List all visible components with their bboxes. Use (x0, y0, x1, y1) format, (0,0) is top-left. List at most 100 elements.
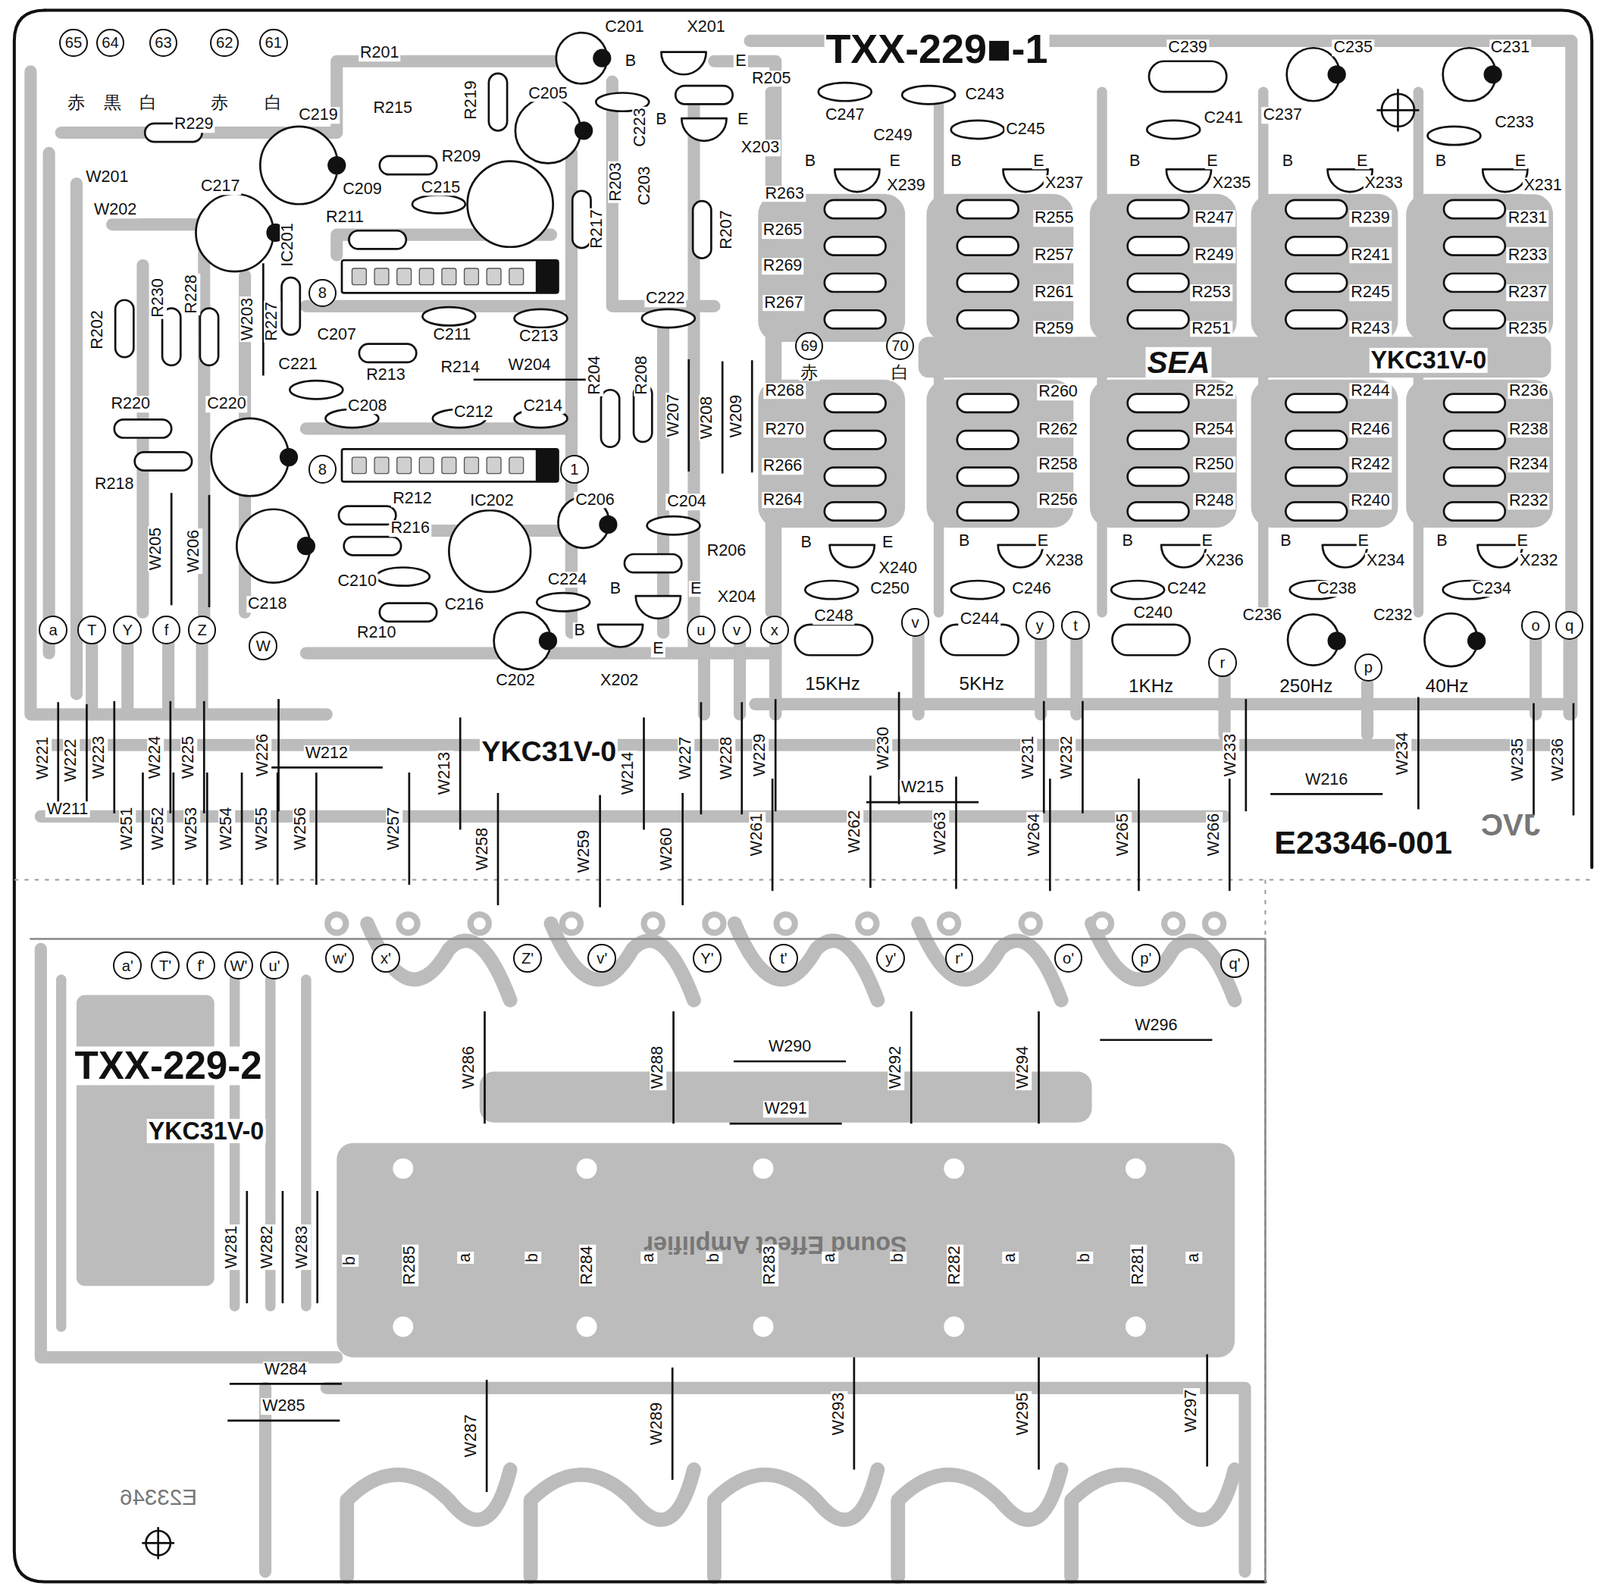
label-holder: TXX-229■-1 (823, 28, 1049, 70)
label-holder: W203 (239, 296, 257, 342)
copper-trace (713, 1468, 877, 1576)
part-label: 赤 (209, 93, 230, 111)
part-label: R228 (183, 272, 201, 315)
pad-label: f (164, 622, 170, 638)
label-holder: R269 (761, 258, 804, 276)
part-label: JVC (1478, 809, 1542, 840)
label-holder: W256 (292, 805, 310, 852)
part-label: 赤 (798, 363, 820, 382)
resistor-symbol (1127, 273, 1190, 292)
label-holder: R206 (705, 542, 748, 560)
label-holder: R270 (763, 421, 806, 439)
part-label: R246 (1349, 421, 1391, 439)
film-capacitor (1427, 126, 1481, 145)
label-holder: 白 (137, 93, 159, 111)
pad-circle: t' (769, 943, 799, 973)
label-holder: R240 (1349, 492, 1391, 510)
ic-pin (464, 457, 480, 474)
label-holder: R220 (109, 395, 152, 413)
copper-pour (479, 1070, 1093, 1122)
label-holder: C236 (1241, 607, 1284, 624)
part-label: W294 (1015, 1044, 1033, 1090)
part-label: C243 (963, 86, 1006, 104)
electrolytic-capacitor (211, 418, 289, 496)
part-label: R233 (1506, 247, 1549, 264)
label-holder: R202 (89, 308, 107, 351)
label-holder: R248 (1192, 492, 1235, 510)
film-capacitor (1111, 580, 1165, 599)
part-label: B (1127, 153, 1142, 170)
part-label: R214 (438, 359, 481, 376)
part-label: R254 (1192, 421, 1235, 439)
pad-label: 1 (569, 461, 579, 477)
pad-circle: T (77, 615, 107, 645)
resistor-symbol (824, 394, 887, 413)
electrolytic-capacitor (259, 126, 338, 204)
resistor-symbol (957, 467, 1019, 486)
pad-label: 61 (265, 34, 282, 51)
pad-label: q' (1228, 955, 1240, 971)
ic-package (341, 448, 558, 482)
part-label: W281 (223, 1224, 241, 1270)
part-label: W232 (1058, 734, 1076, 780)
ic-pin (351, 268, 367, 285)
part-label: C247 (823, 106, 866, 124)
label-holder: 15KHz (803, 674, 862, 693)
part-label: R282 (946, 1244, 964, 1287)
part-label: C246 (1010, 580, 1053, 598)
part-label: X232 (1518, 553, 1560, 570)
resistor-symbol (1127, 394, 1190, 413)
part-label: W212 (303, 745, 350, 762)
label-holder: W258 (474, 826, 492, 872)
resistor-symbol (957, 236, 1019, 255)
label-holder: E (1513, 153, 1528, 170)
ic-pin (374, 457, 389, 474)
jumper-wire (1048, 778, 1052, 891)
part-label: R206 (705, 542, 748, 560)
label-holder: C219 (297, 106, 339, 124)
mounting-hole (1125, 1316, 1146, 1337)
transistor-symbol (829, 544, 875, 568)
jumper-wire (1270, 792, 1383, 796)
part-label: R203 (607, 160, 625, 203)
pad-circle: f' (186, 951, 216, 981)
part-label: C236 (1241, 607, 1284, 624)
mounting-hole (392, 1158, 414, 1179)
part-label: b (1076, 1251, 1093, 1264)
part-label: 15KHz (803, 674, 862, 693)
label-holder: R231 (1506, 209, 1549, 227)
part-label: E (688, 580, 703, 598)
mounting-hole (943, 1158, 965, 1179)
resistor-symbol (957, 501, 1019, 520)
label-holder: W227 (677, 735, 695, 781)
part-label: C215 (419, 179, 462, 197)
jumper-wire (751, 360, 754, 473)
label-holder: C222 (644, 291, 686, 308)
part-label: a (821, 1251, 839, 1264)
pad-circle: v (722, 615, 752, 645)
pad-label: 65 (65, 34, 82, 51)
jumper-wire (270, 766, 383, 769)
pad-label: T (87, 622, 97, 638)
copper-trace (754, 698, 1572, 711)
resistor-symbol (1443, 430, 1506, 449)
transistor-symbol (681, 118, 727, 141)
pad-circle: r (1208, 648, 1237, 677)
label-holder: C224 (546, 571, 589, 589)
pad-label: a (48, 622, 57, 638)
label-holder: X202 (598, 672, 640, 689)
part-label: R255 (1033, 209, 1075, 227)
part-label: W233 (1222, 732, 1240, 778)
label-holder: R255 (1033, 209, 1075, 227)
label-holder: 赤 (209, 93, 230, 111)
copper-pour (918, 336, 1552, 378)
part-label: W251 (119, 805, 137, 852)
part-label: b (706, 1251, 724, 1264)
copper-trace (918, 923, 1062, 1000)
pad-circle: y (1025, 610, 1055, 640)
part-label: X231 (1521, 177, 1563, 195)
label-holder: X231 (1521, 177, 1563, 195)
solder-pad (644, 914, 663, 933)
mounting-hole (392, 1316, 414, 1337)
part-label: R229 (172, 115, 215, 133)
